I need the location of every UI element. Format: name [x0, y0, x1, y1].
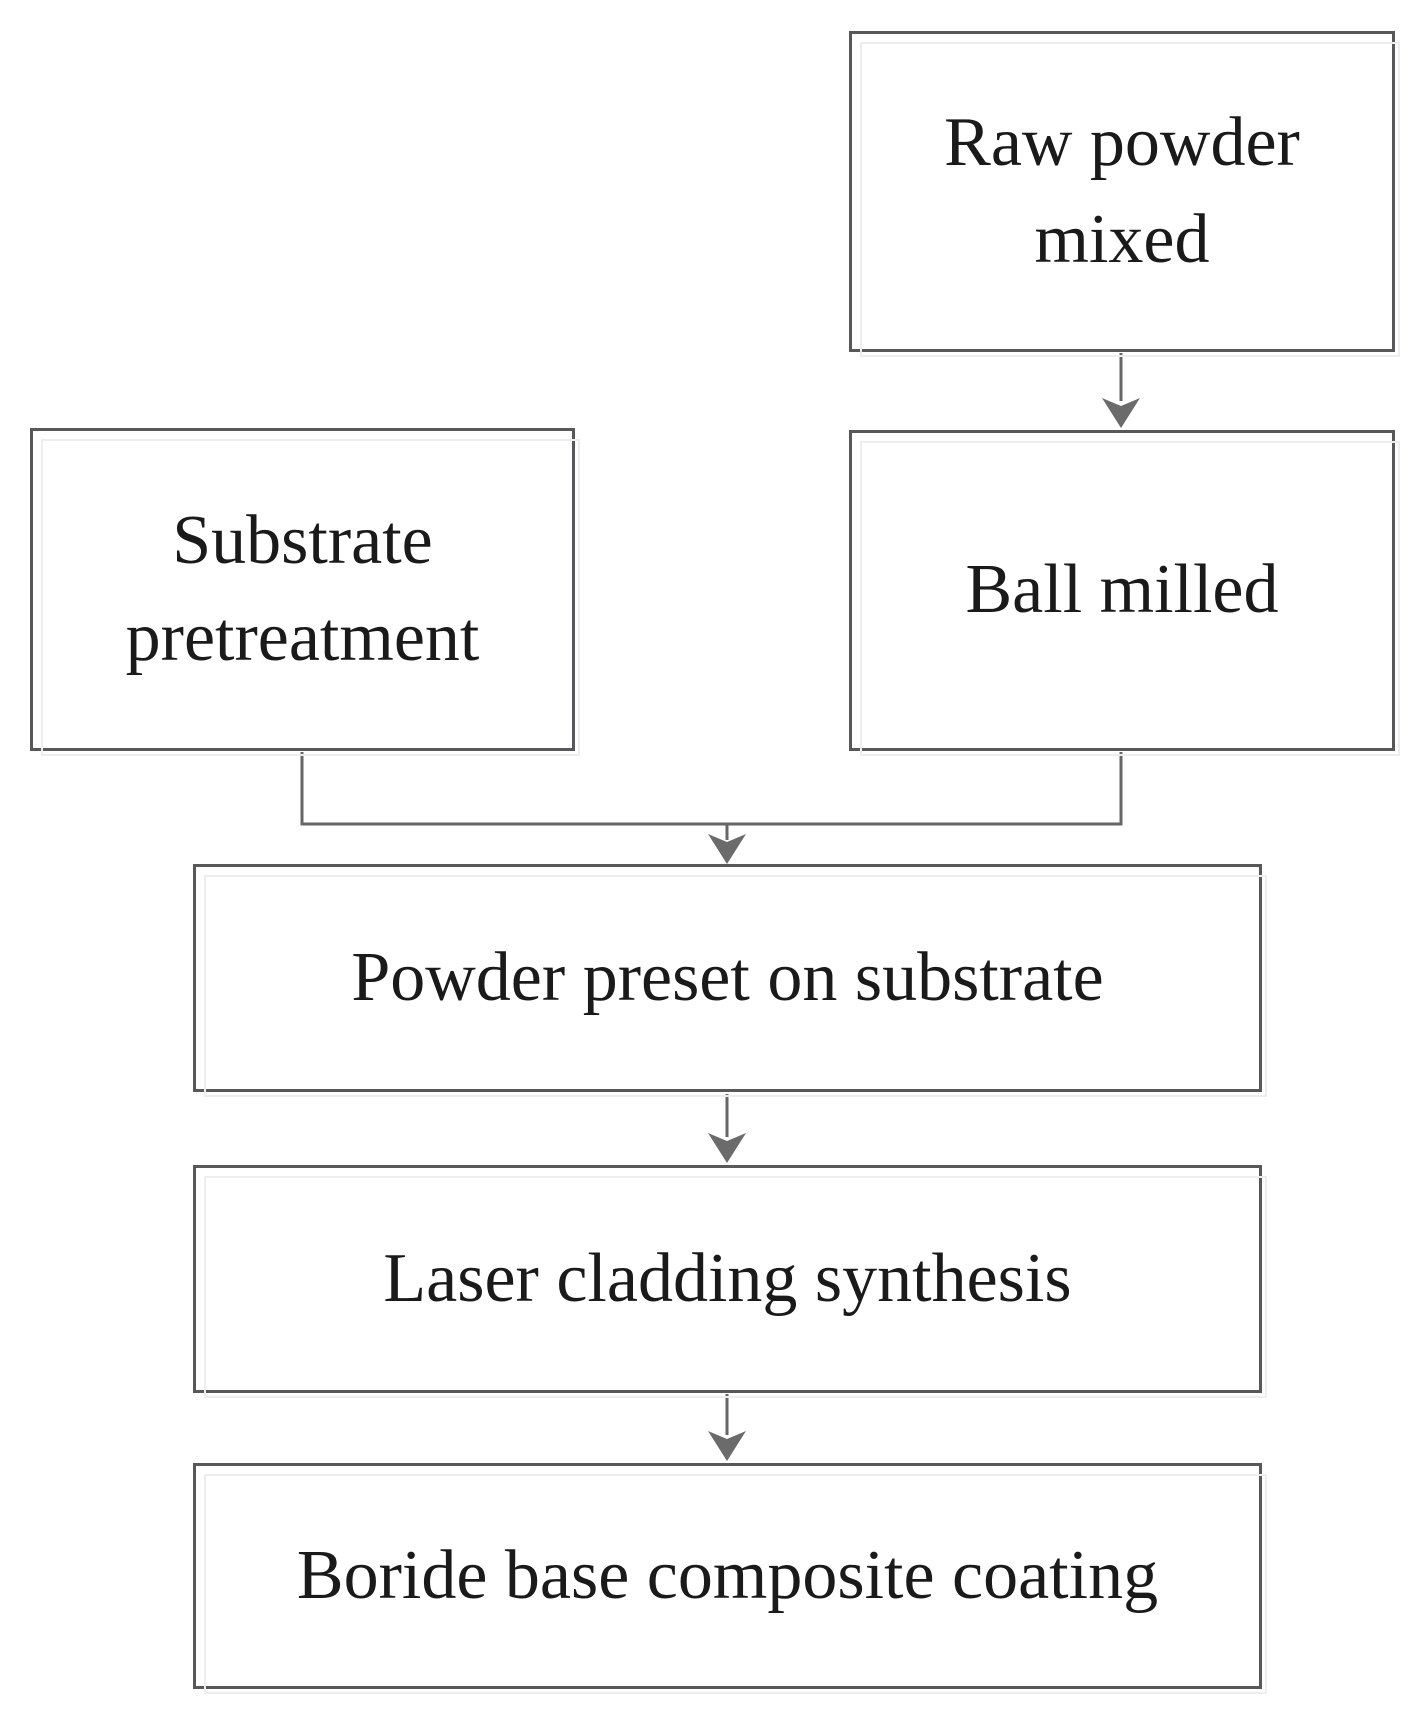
- node-label: Laser cladding synthesis: [383, 1231, 1071, 1328]
- label-line: Laser cladding synthesis: [383, 1239, 1072, 1317]
- node-label: Raw powder mixed: [944, 95, 1300, 288]
- node-label: Substrate pretreatment: [126, 493, 480, 686]
- arrow-down-icon: [708, 834, 746, 864]
- node-label: Ball milled: [965, 542, 1278, 639]
- label-line: pretreatment: [125, 598, 480, 676]
- node-boride-base-composite-coating: Boride base composite coating: [193, 1463, 1267, 1694]
- connector-line: [300, 752, 1123, 840]
- arrow-down-icon: [708, 1133, 746, 1163]
- label-line: Powder preset on substrate: [351, 938, 1104, 1016]
- label-line: mixed: [1034, 200, 1210, 278]
- node-substrate-pretreatment: Substrate pretreatment: [30, 428, 580, 756]
- node-label: Powder preset on substrate: [351, 930, 1103, 1027]
- label-line: Substrate: [172, 501, 433, 579]
- node-ball-milled: Ball milled: [849, 430, 1400, 756]
- node-powder-preset-on-substrate: Powder preset on substrate: [193, 864, 1267, 1097]
- label-line: Raw powder: [944, 103, 1300, 181]
- node-laser-cladding-synthesis: Laser cladding synthesis: [193, 1165, 1267, 1398]
- arrow-down-icon: [708, 1431, 746, 1461]
- label-line: Ball milled: [965, 551, 1279, 629]
- node-label: Boride base composite coating: [297, 1528, 1158, 1625]
- node-raw-powder-mixed: Raw powder mixed: [849, 31, 1400, 357]
- arrow-down-icon: [1102, 398, 1140, 428]
- label-line: Boride base composite coating: [296, 1536, 1159, 1614]
